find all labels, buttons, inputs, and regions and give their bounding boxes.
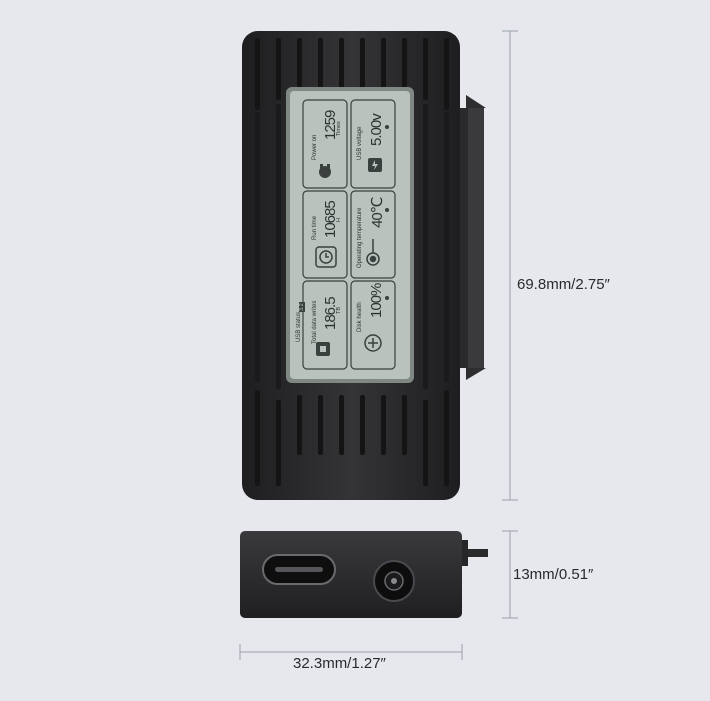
lcd-label-usb-status: USB status [296,311,302,342]
battery-icon [368,158,382,172]
lcd-unit-run-time: H [336,218,342,222]
lcd-value-operating-temperature: 40℃ [369,197,386,228]
lcd-screen [286,87,414,383]
usb-c-port-icon [262,554,336,585]
lcd-label-power-on: Power on [312,134,318,160]
lock-icon [316,342,330,356]
thermometer-icon [366,239,380,266]
lcd-label-total-data-writes: Total data writes [312,300,318,344]
lcd-label-usb-voltage: USB voltage [357,126,363,160]
dc-power-port-icon [373,560,415,602]
sata-connector [458,95,486,380]
heatsink-fins [255,38,449,486]
device-body-side [240,531,488,618]
lcd-label-operating-temperature: Operating temperature [357,207,363,268]
lcd-unit-total-data-writes: TB [336,306,342,314]
lcd-unit-power-on: Times [336,121,342,136]
power-plug-icon [319,164,331,178]
dimension-lines [239,30,518,660]
lcd-value-disk-health: 100% [368,283,385,318]
lcd-label-disk-health: Disk health [357,302,363,332]
lcd-value-usb-voltage: 5.00v [368,114,385,146]
lcd-badge-usb-status: 3.2 [299,302,305,312]
dimension-height-label: 69.8mm/2.75″ [517,276,610,293]
dimension-thickness-label: 13mm/0.51″ [513,566,594,583]
lcd-label-run-time: Run time [312,215,318,240]
health-cross-icon [364,334,382,352]
clock-icon [315,246,337,268]
dimension-width-label: 32.3mm/1.27″ [293,655,386,672]
lcd-indicator-dots [385,125,389,300]
